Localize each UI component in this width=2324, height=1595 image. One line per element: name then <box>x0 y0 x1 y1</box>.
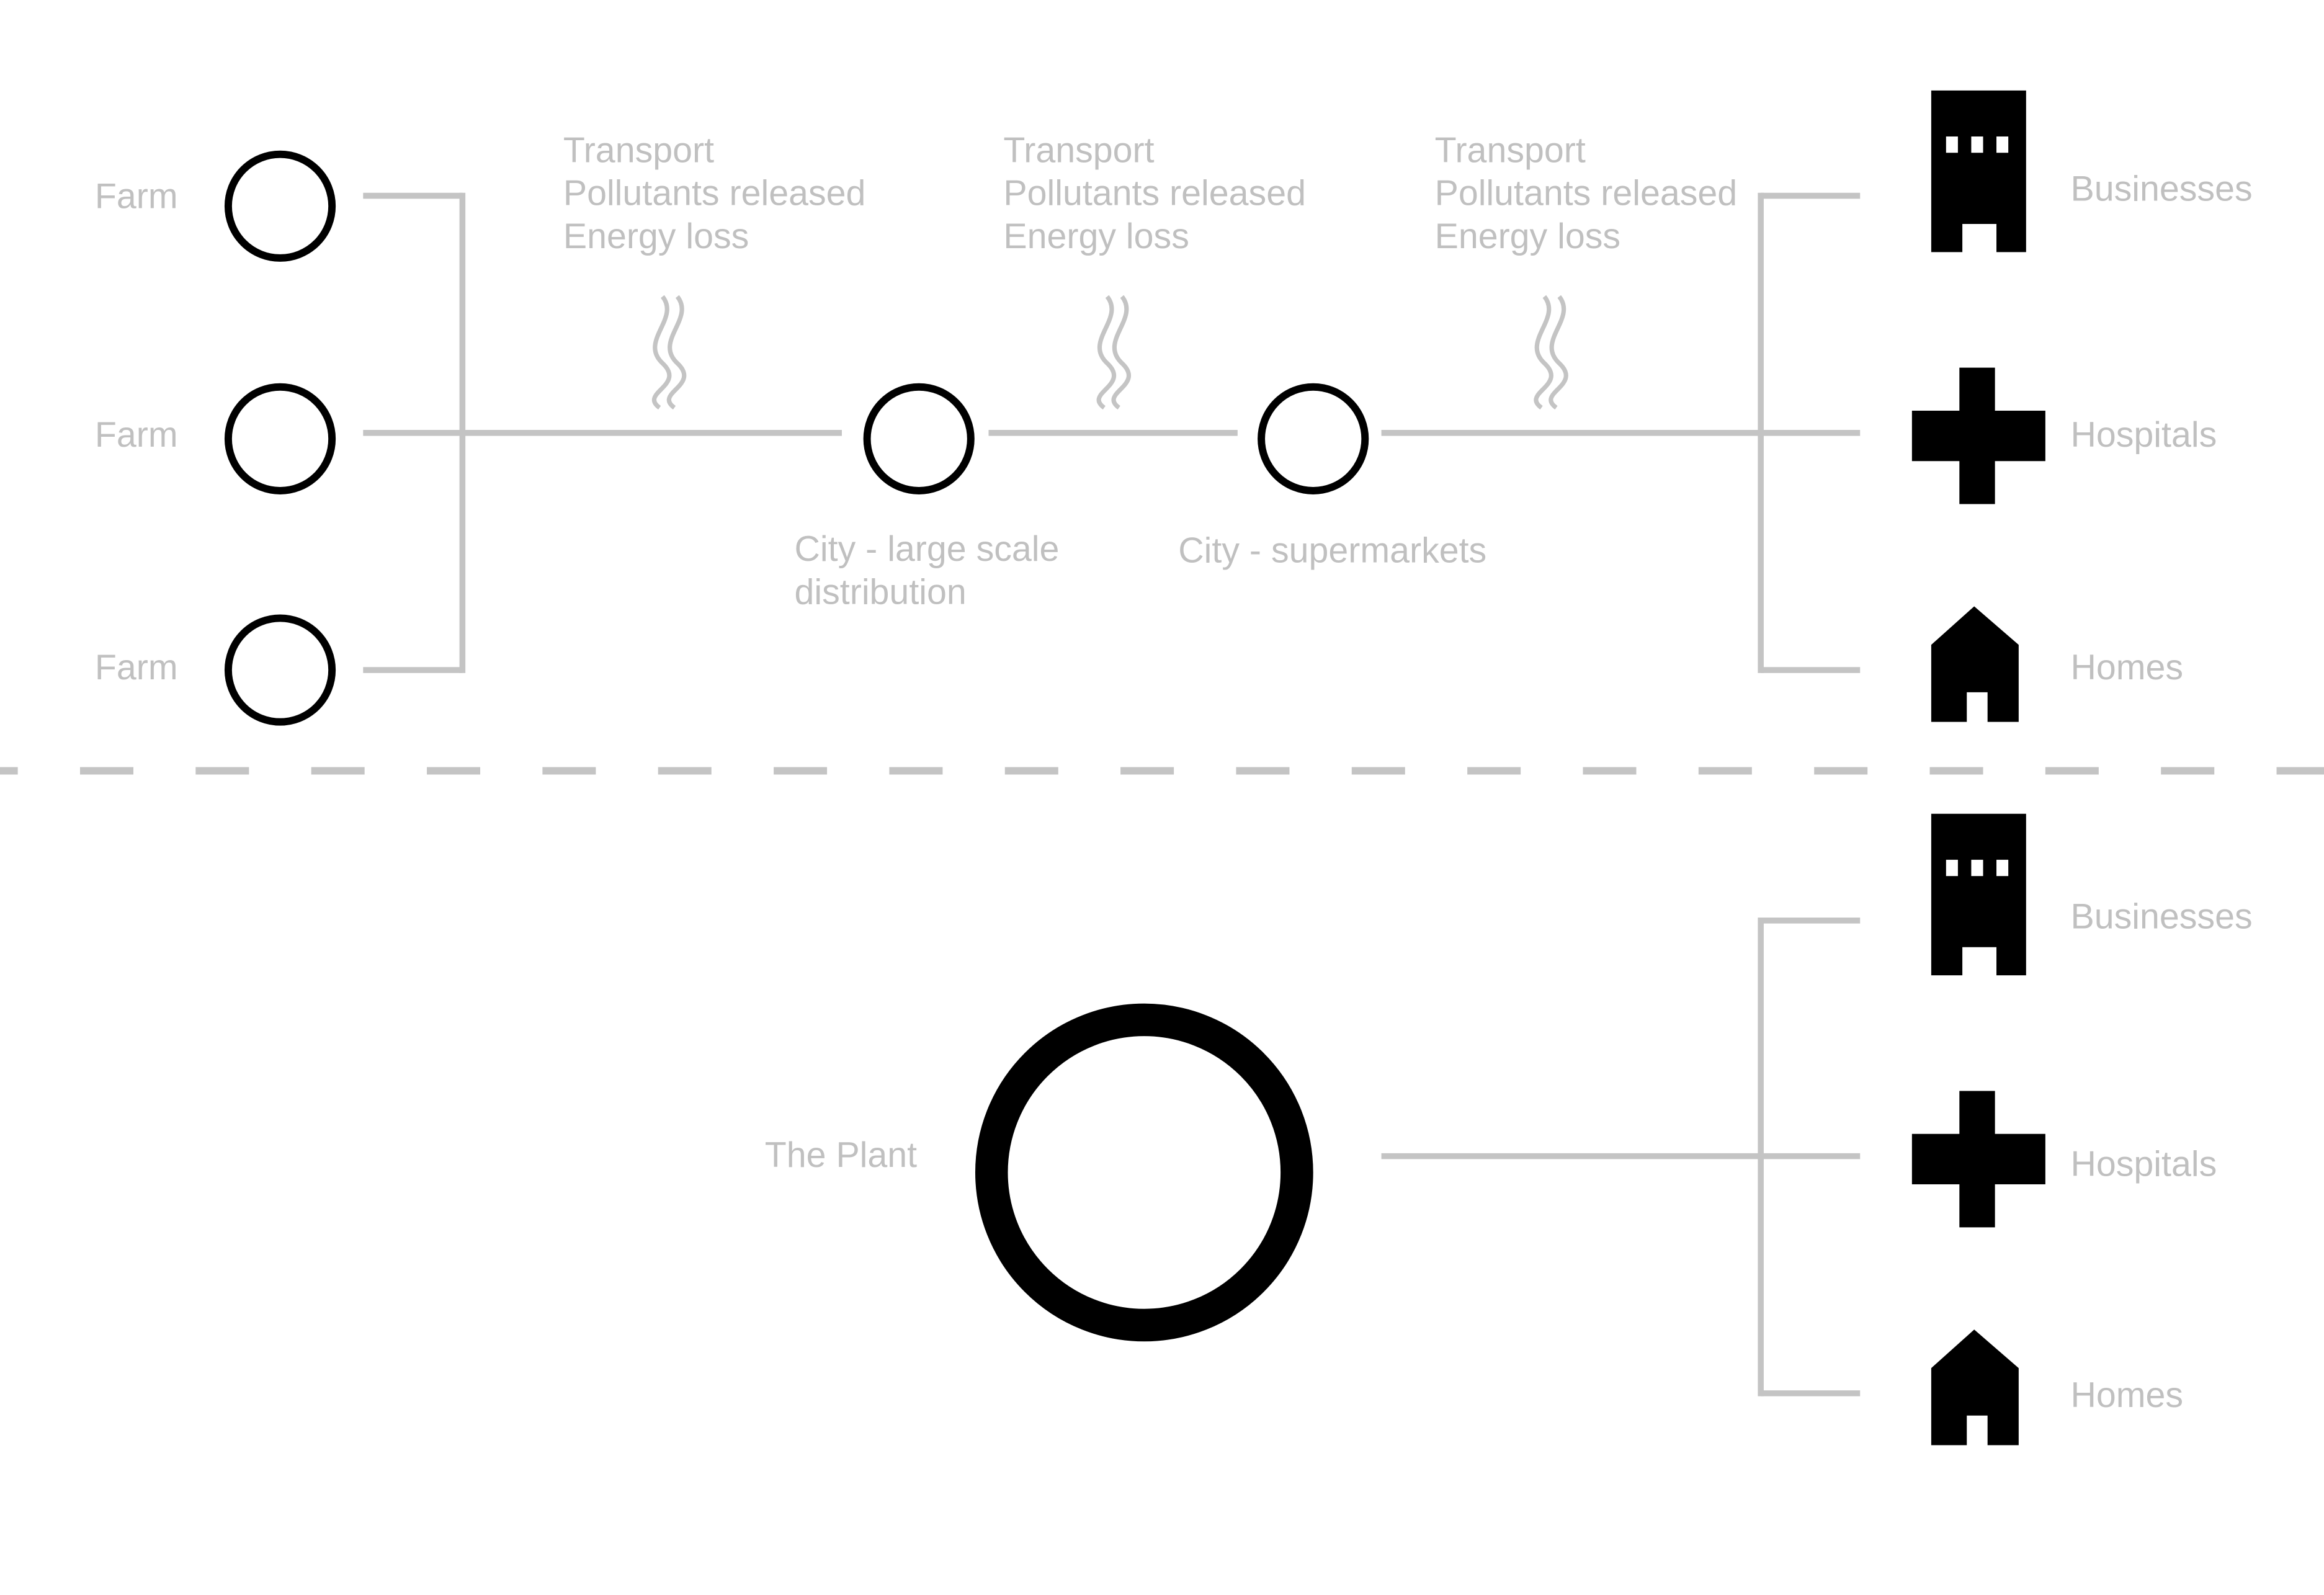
farm-node <box>224 614 336 726</box>
destination-label: Hospitals <box>2070 415 2217 455</box>
heat-wave-icon <box>651 295 672 410</box>
heat-wave-icon <box>666 295 687 410</box>
pollutants-label: Pollutants released <box>563 174 866 213</box>
pollutants-label: Pollutants released <box>1435 174 1738 213</box>
energy-loss-label: Energy loss <box>563 217 749 256</box>
destination-label: Hospitals <box>2070 1145 2217 1184</box>
nodes <box>224 150 1369 1342</box>
city-supermarkets-label: City - supermarkets <box>1178 530 1486 570</box>
energy-loss-label: Energy loss <box>1003 217 1189 256</box>
transport-label: Transport <box>563 130 714 170</box>
destination-label: Businesses <box>2070 169 2252 209</box>
farm-label: Farm <box>95 648 178 687</box>
connector-lines <box>0 192 2324 1396</box>
plant-node <box>975 1003 1313 1342</box>
hospital-cross-icon <box>1911 1091 2045 1228</box>
city-distribution-label: City - large scale <box>795 529 1060 569</box>
city-distribution-label: distribution <box>795 572 967 612</box>
energy-loss-label: Energy loss <box>1435 217 1621 256</box>
farm-node <box>224 383 336 494</box>
building-icon <box>1931 90 2026 252</box>
farm-label: Farm <box>95 176 178 216</box>
home-icon <box>1931 606 2019 722</box>
home-icon <box>1931 1329 2019 1445</box>
pollutants-label: Pollutants released <box>1003 174 1306 213</box>
destination-label: Homes <box>2070 648 2183 687</box>
city-distribution-node <box>863 383 975 494</box>
destination-label: Homes <box>2070 1375 2183 1415</box>
farm-label: Farm <box>95 415 178 455</box>
city-supermarket-node <box>1258 383 1369 494</box>
building-icon <box>1931 813 2026 976</box>
transport-label: Transport <box>1003 130 1154 170</box>
heat-wave-icon <box>1549 295 1568 410</box>
farm-node <box>224 150 336 262</box>
heat-wave-icon <box>1096 295 1117 410</box>
plant-label: The Plant <box>765 1135 917 1175</box>
destination-label: Businesses <box>2070 897 2252 937</box>
heat-wave-icon <box>1111 295 1132 410</box>
destination-icons <box>1911 90 2045 1445</box>
heat-wave-icon <box>1534 295 1553 410</box>
hospital-cross-icon <box>1911 367 2045 504</box>
transport-label: Transport <box>1435 130 1586 170</box>
